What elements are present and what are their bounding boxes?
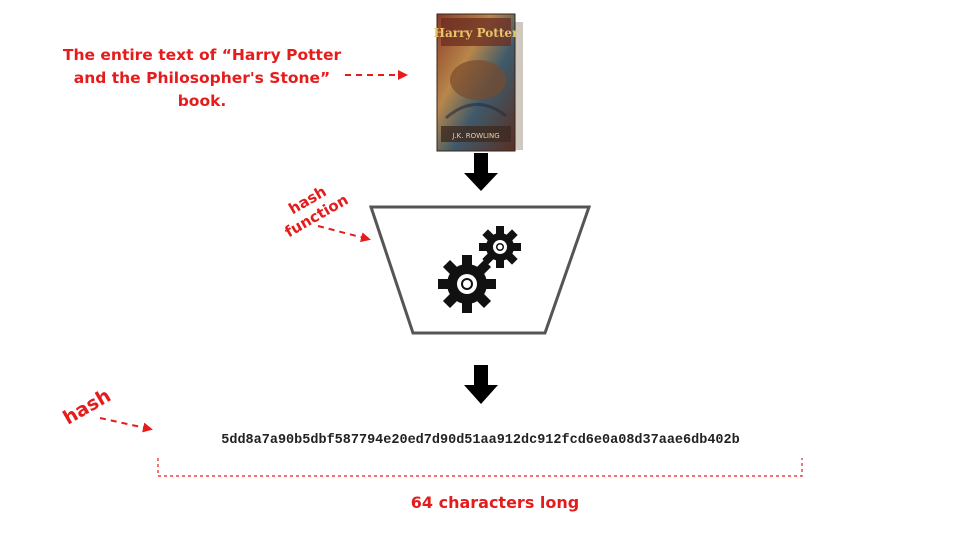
down-arrow-to-hash [464,365,498,404]
book-icon: Harry Potter J.K. ROWLING [434,13,523,152]
hash-arrow [99,417,153,433]
hash-value: 5dd8a7a90b5dbf587794e20ed7d90d51aa912dc9… [221,433,740,448]
hash-function-arrow [317,225,371,243]
book-cover-title: Harry Potter [434,26,519,40]
hash-length-bracket [157,458,803,477]
book-cover-author: J.K. ROWLING [451,132,499,140]
down-arrow-to-hash-function [464,153,498,191]
book-caption: The entire text of “Harry Potter and the… [62,46,342,110]
gears-icon [438,226,521,313]
length-note: 64 characters long [410,493,580,512]
